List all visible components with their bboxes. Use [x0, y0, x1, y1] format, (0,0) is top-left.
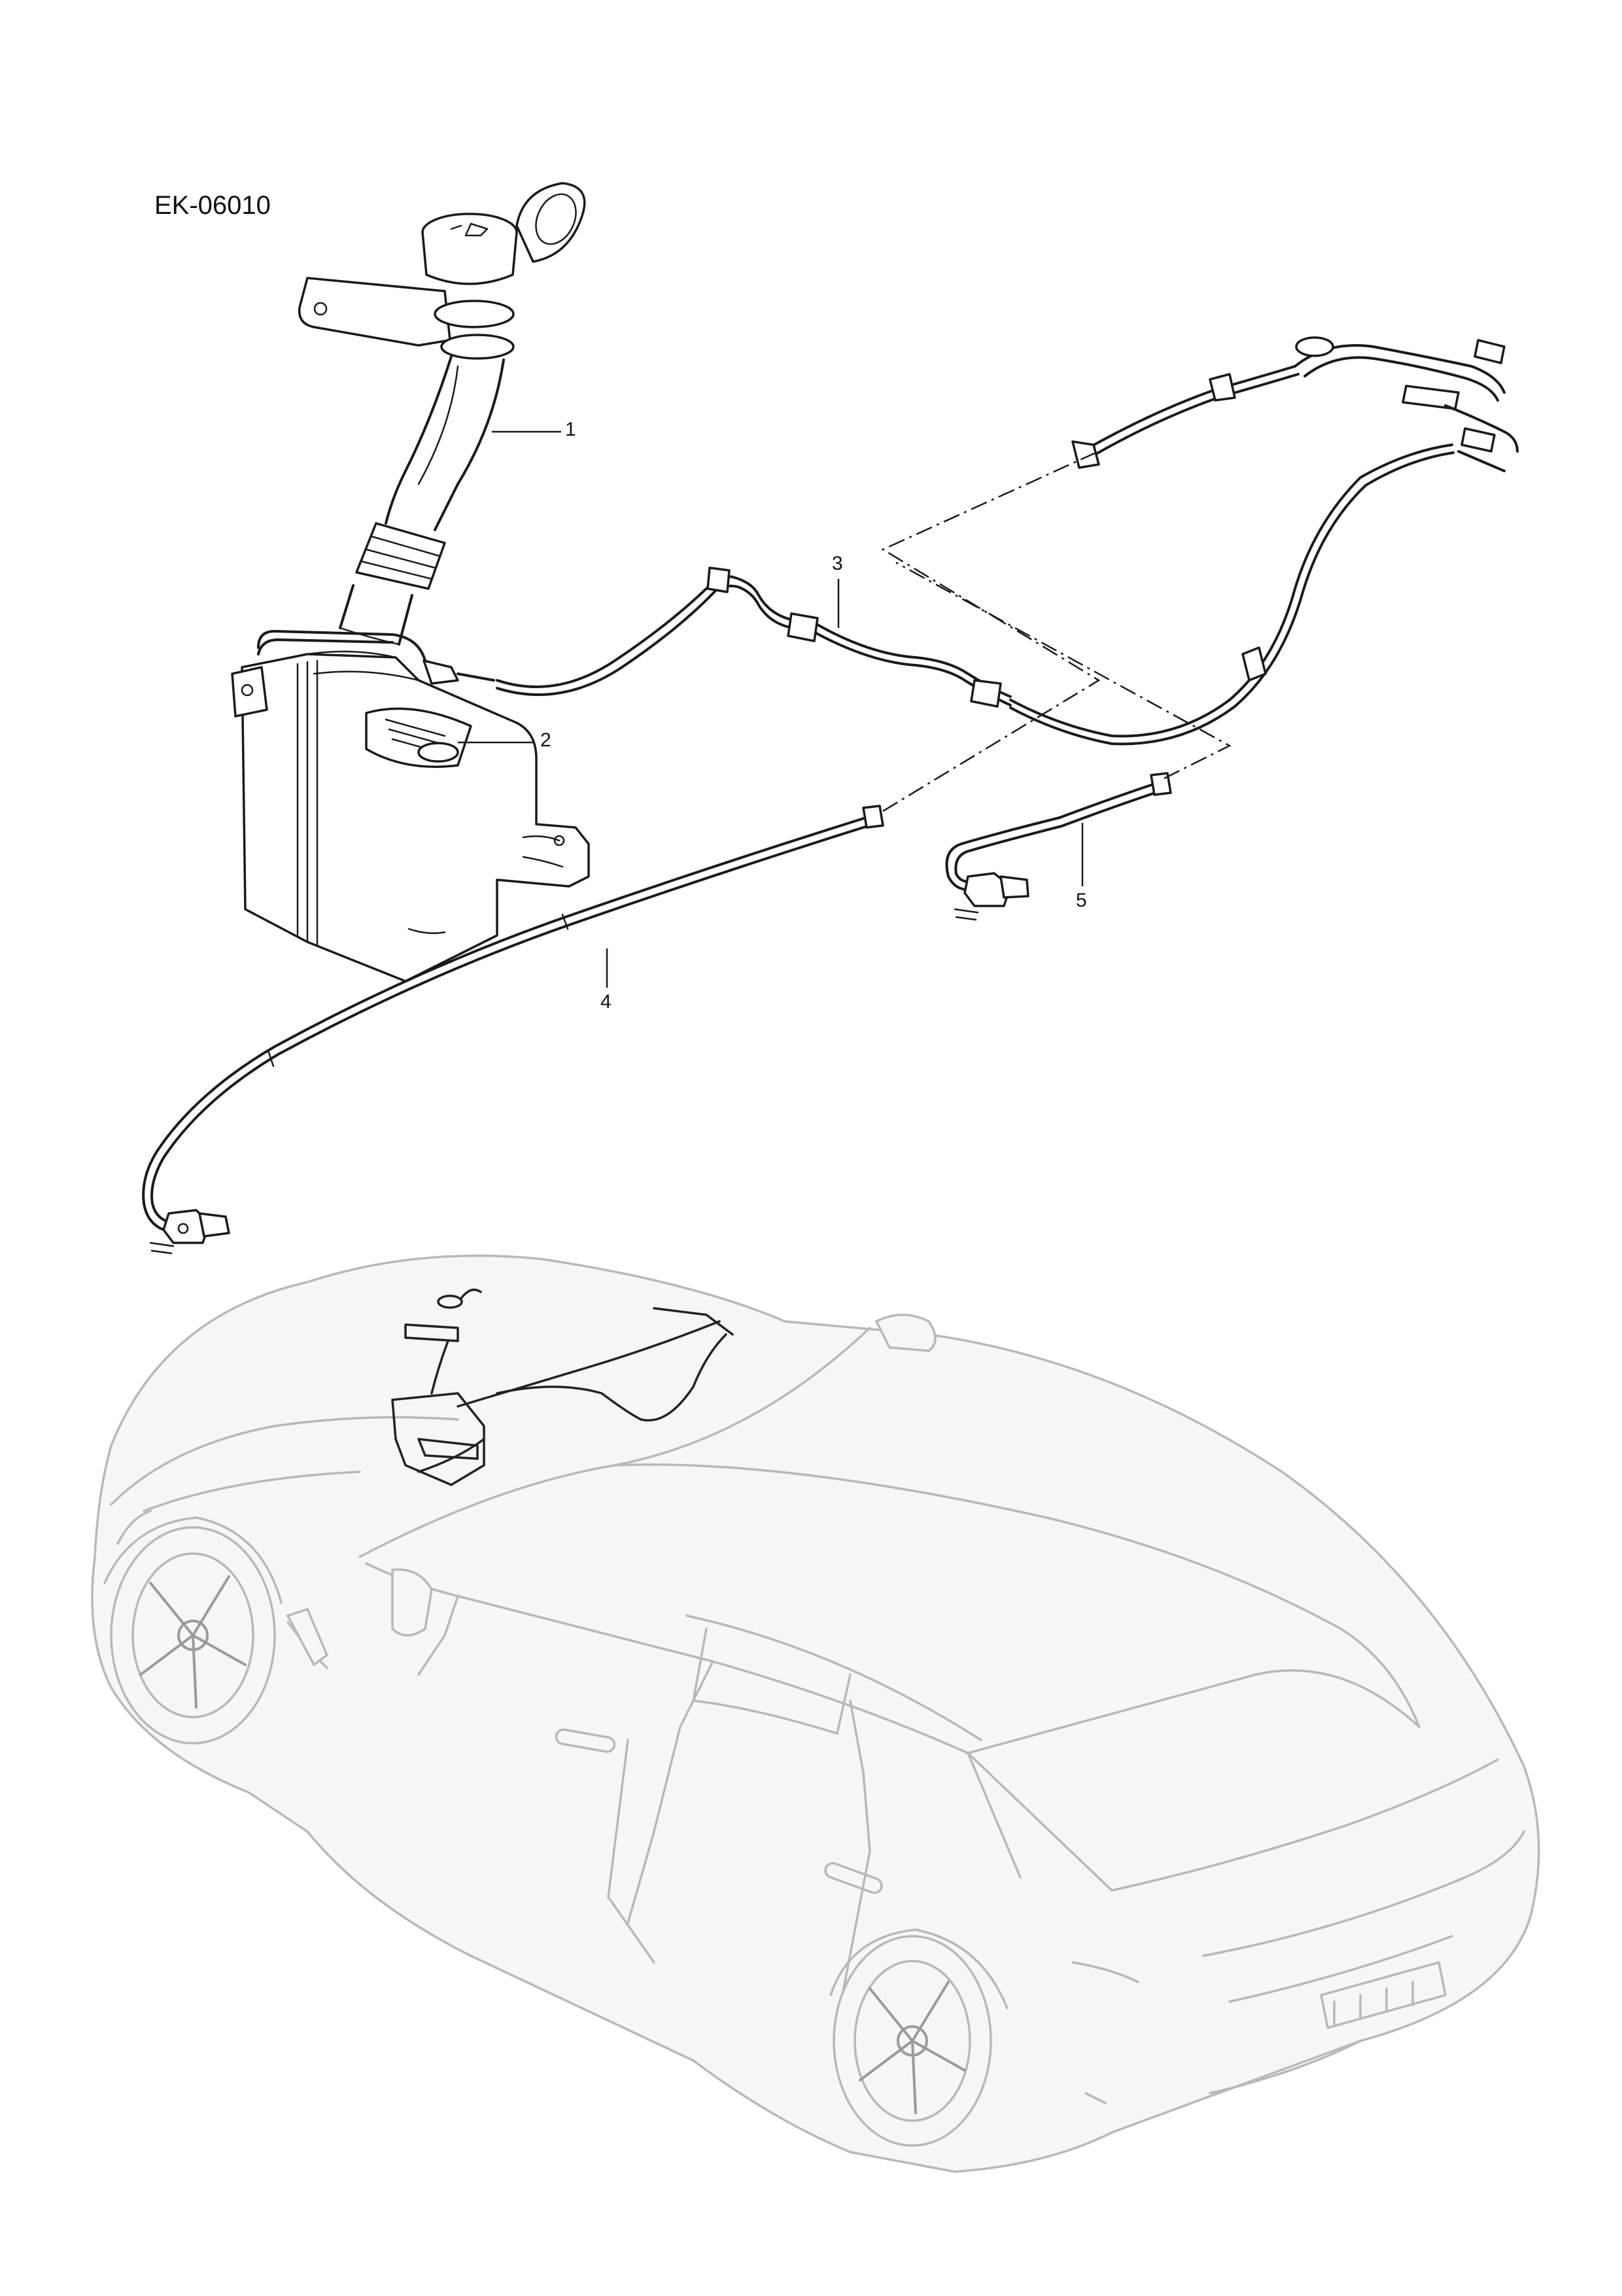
callout-4: 4	[600, 991, 612, 1013]
callout-3: 3	[832, 553, 843, 574]
washer-hose-part-3	[496, 336, 1519, 746]
washer-hose-part-5	[945, 772, 1172, 921]
vehicle-context-view	[91, 1254, 1540, 2173]
exploded-view	[142, 182, 1519, 1255]
filler-neck-part-1	[298, 182, 586, 646]
callout-5: 5	[1076, 890, 1087, 911]
connection-line	[881, 450, 1101, 812]
washer-hose-part-4	[142, 805, 884, 1255]
document-code: EK-06010	[154, 191, 271, 220]
callout-2: 2	[540, 729, 551, 751]
reservoir-part-2	[231, 650, 590, 983]
connection-line	[895, 561, 1232, 780]
installed-washer-system	[391, 1288, 734, 1486]
callout-1: 1	[565, 419, 576, 440]
